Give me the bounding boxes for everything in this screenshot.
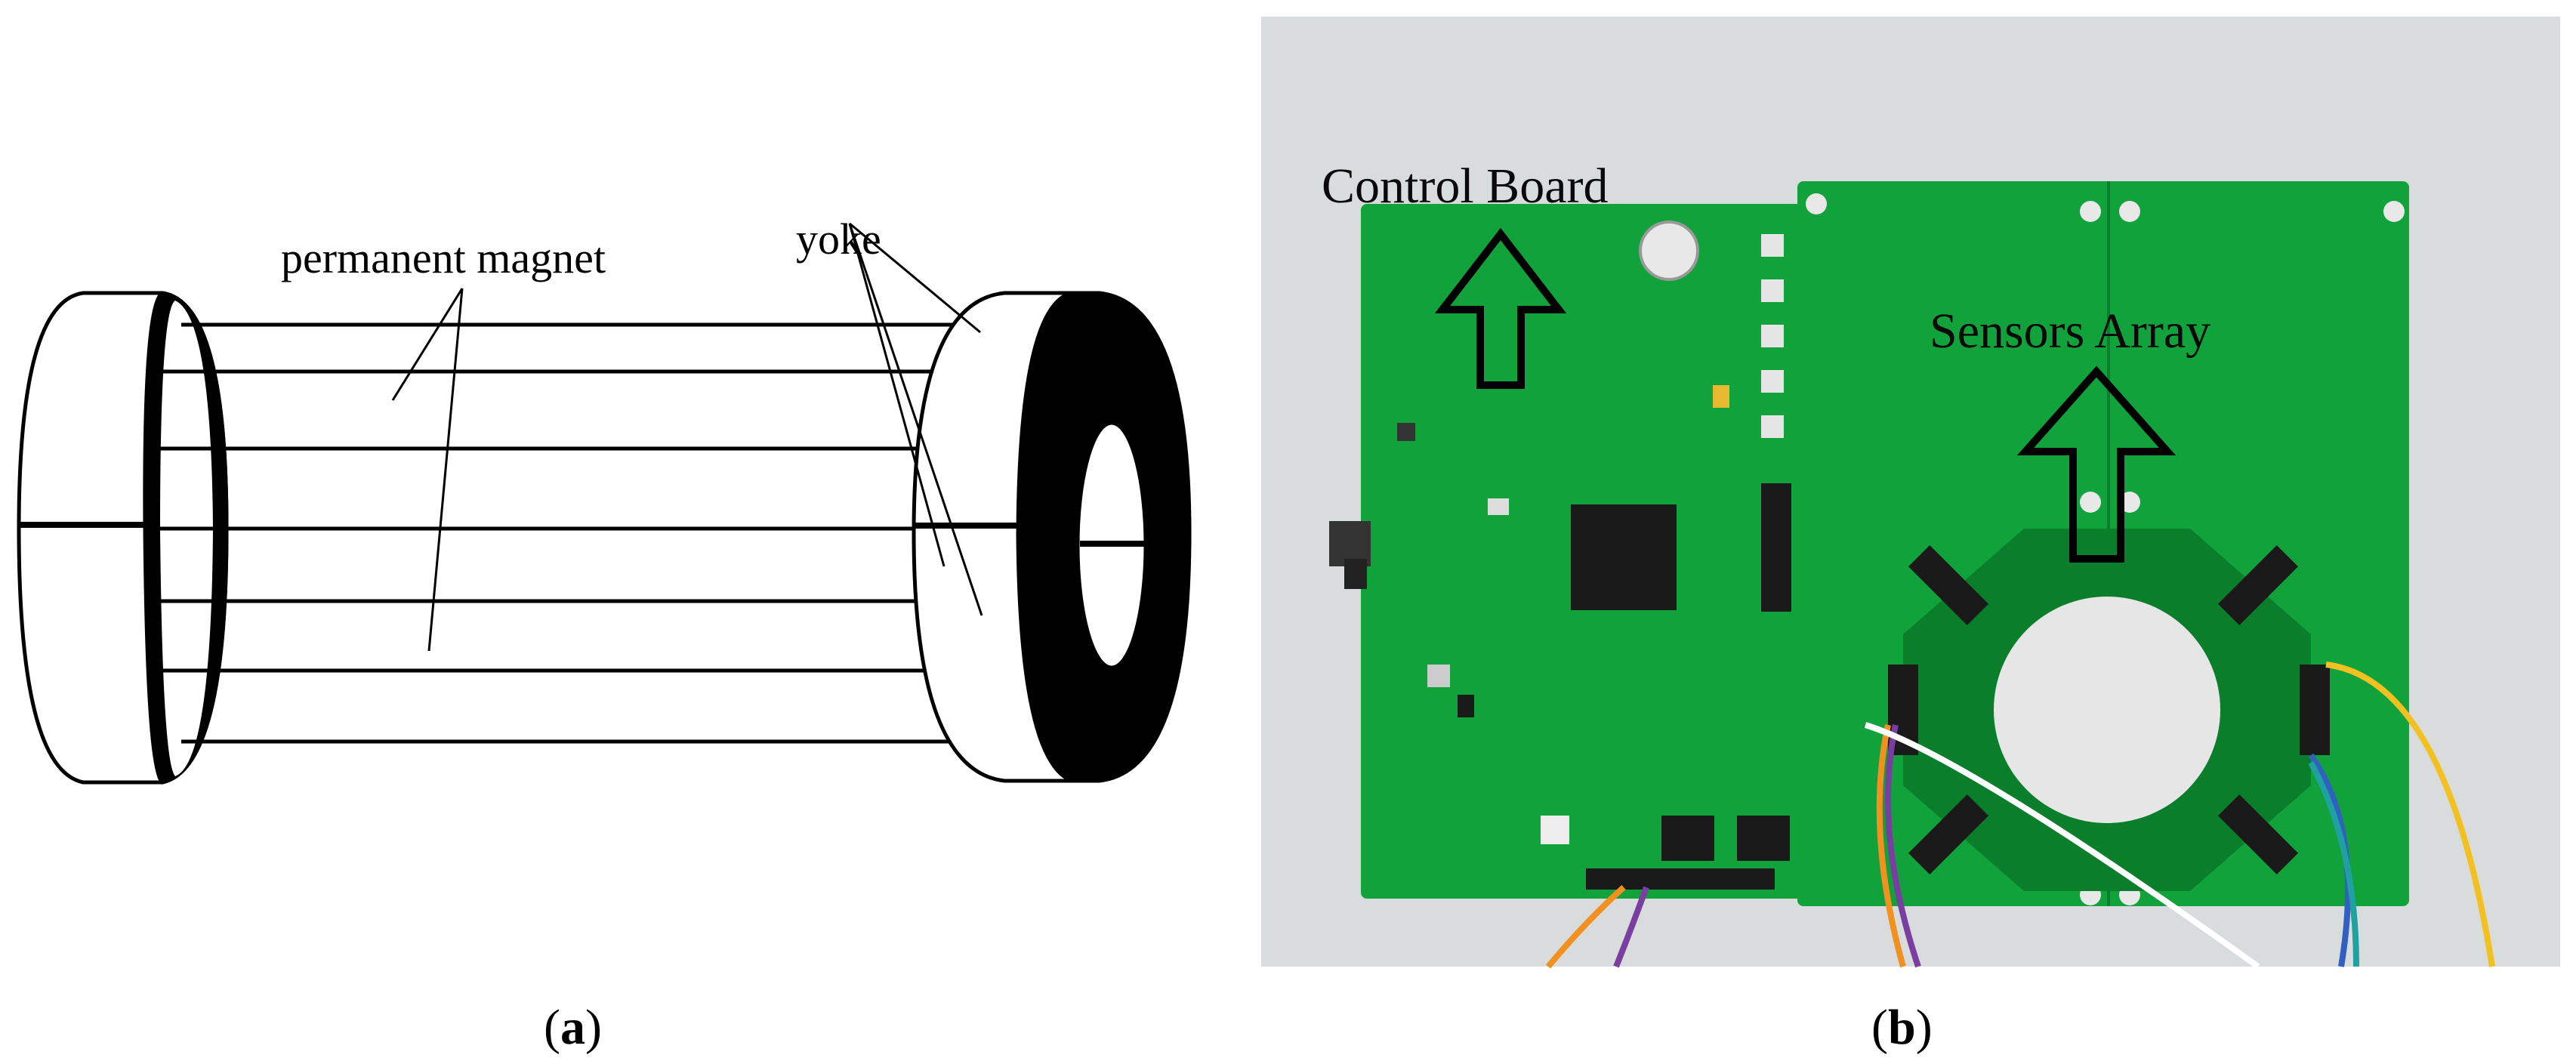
leader-lines — [391, 222, 983, 652]
sensors-array-arrow-icon — [2016, 365, 2176, 563]
sensors-array-board — [1545, 181, 2495, 970]
sensor-ring-hole — [1994, 597, 2220, 823]
left-yoke — [17, 291, 229, 785]
caption-a: (a) — [544, 1000, 602, 1055]
permanent-magnet-label: permanent magnet — [281, 233, 606, 282]
panel-b-photo: Control Board Sensors Array — [1261, 17, 2560, 970]
panel-a-drawing — [17, 222, 1192, 785]
control-board-arrow-icon — [1434, 227, 1567, 389]
control-board — [1329, 204, 1810, 899]
sensors-array-label: Sensors Array — [1930, 304, 2210, 359]
right-yoke — [912, 291, 1192, 783]
magnet-body — [151, 322, 958, 744]
yoke-label: yoke — [796, 214, 881, 264]
microcontroller-chip — [1571, 504, 1677, 610]
control-board-label: Control Board — [1322, 159, 1608, 214]
caption-b: (b) — [1871, 1000, 1933, 1055]
